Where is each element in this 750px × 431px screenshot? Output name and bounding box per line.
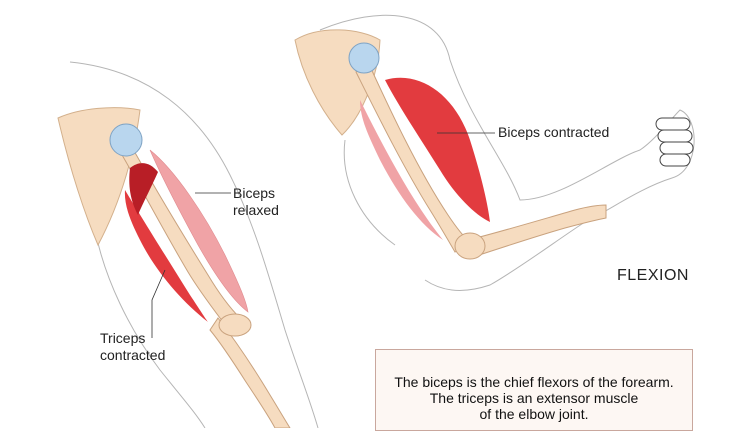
- biceps-contracted-label: Biceps contracted: [498, 124, 610, 140]
- extended-arm-skin-outline: [69, 61, 319, 428]
- biceps-relaxed-label-line2: relaxed: [233, 202, 279, 218]
- right-elbow-joint: [454, 232, 486, 260]
- triceps-contracted-label: Triceps contracted: [100, 330, 165, 364]
- right-shoulder-joint: [348, 42, 380, 74]
- right-forearm-bones: [467, 204, 607, 259]
- left-forearm-bones: [209, 317, 291, 428]
- fist: [655, 117, 694, 167]
- left-biceps: [149, 149, 249, 313]
- extended-arm: [57, 61, 319, 428]
- left-triceps-dark: [129, 163, 158, 215]
- triceps-contracted-label-line2: contracted: [100, 347, 166, 363]
- info-line-3: of the elbow joint.: [479, 406, 589, 422]
- biceps-relaxed-label-line1: Biceps: [233, 185, 276, 201]
- left-shoulder-joint: [109, 123, 143, 157]
- flexed-arm: [294, 14, 695, 291]
- triceps-contracted-label-line1: Triceps: [100, 330, 146, 346]
- info-box: The biceps is the chief flexors of the f…: [375, 349, 693, 431]
- right-biceps: [385, 77, 490, 222]
- flexion-title: FLEXION: [617, 267, 689, 284]
- triceps-contracted-leader: [151, 269, 166, 338]
- left-elbow-joint: [218, 313, 252, 337]
- info-line-1: The biceps is the chief flexors of the f…: [394, 374, 674, 390]
- biceps-relaxed-label: Biceps relaxed: [233, 185, 279, 219]
- info-line-2: The triceps is an extensor muscle: [429, 390, 639, 406]
